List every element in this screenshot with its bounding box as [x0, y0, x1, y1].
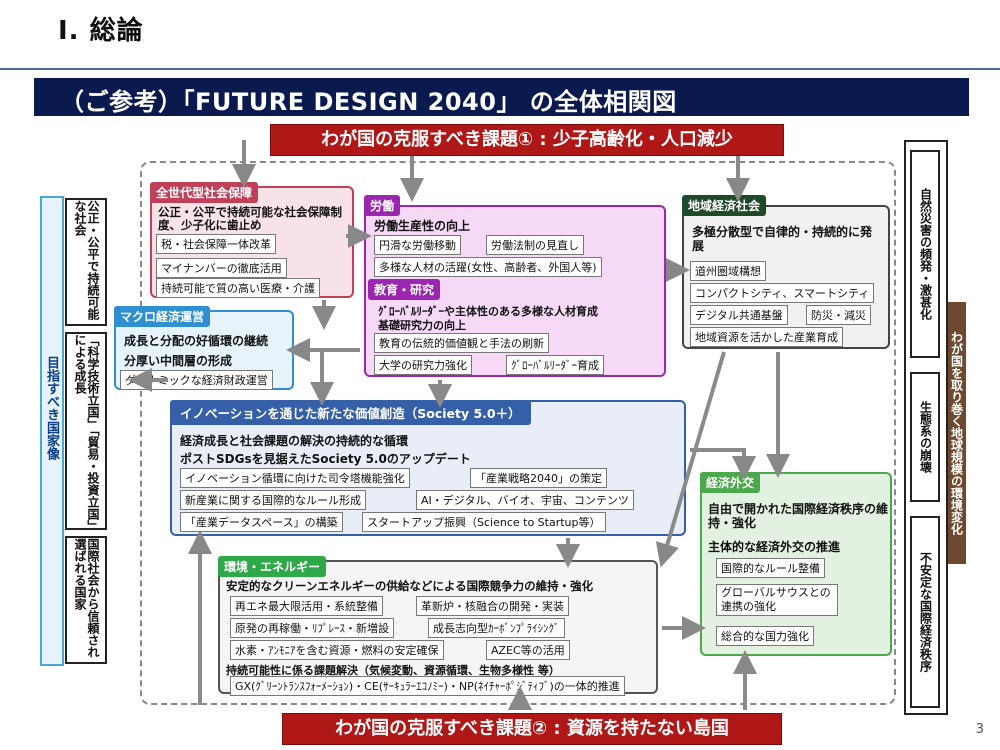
- global-change-economy: 不安定な国際経済秩序: [918, 552, 933, 672]
- global-change-ecosystem: 生態系の崩壊: [918, 401, 933, 473]
- innovation-title: イノベーションを通じた新たな価値創造（Society 5.0＋）: [170, 400, 531, 425]
- goal-fair-society: 公正・公平で持続可能な社会: [73, 200, 100, 320]
- regional-item: デジタル共通基盤: [690, 305, 788, 325]
- page-number: 3: [975, 722, 984, 737]
- labor-heading: 労働生産性の向上: [374, 219, 471, 233]
- energy-item: 革新炉・核融合の開発・実装: [416, 596, 569, 616]
- labor-item: 労働法制の見直し: [486, 235, 584, 255]
- energy-item: 原発の再稼働・ﾘﾌﾟﾚｰｽ・新増設: [230, 618, 394, 638]
- diplomacy-item: 総合的な国力強化: [716, 626, 814, 646]
- education-heading: ｸﾞﾛｰﾊﾞﾙﾘｰﾀﾞｰや主体性のある多様な人材育成: [378, 305, 598, 318]
- global-change-disaster: 自然災害の頻発・激甚化: [918, 188, 933, 320]
- goal-science-trade: 「科学技術立国」「貿易・投資立国」による成長: [73, 334, 100, 526]
- energy-item: 水素・ｱﾝﾓﾆｱを含む資源・燃料の安定確保: [230, 640, 444, 660]
- innovation-item: 「産業データスペース」の構築: [180, 512, 343, 532]
- innovation-item: 新産業に関する国際的なルール形成: [180, 490, 366, 510]
- energy-item: AZEC等の活用: [486, 640, 570, 660]
- education-item: 大学の研究力強化: [374, 355, 472, 375]
- regional-item: 防災・減災: [806, 305, 871, 325]
- labor-title: 労働: [364, 195, 401, 216]
- diplomacy-item: グローバルサウスとの連携の強化: [716, 584, 838, 616]
- social-security-title: 全世代型社会保障: [150, 182, 259, 203]
- national-vision-label: 目指すべき国家像: [44, 356, 59, 460]
- regional-item: コンパクトシティ、スマートシティ: [690, 283, 875, 303]
- education-item: 教育の伝統的価値観と手法の刷新: [374, 333, 549, 353]
- macro-line: 分厚い中間層の形成: [124, 354, 233, 368]
- goal-box-fair-society: 公正・公平で持続可能な社会: [65, 198, 107, 326]
- section-regional-economy: 地域経済社会 多極分散型で自律的・持続的に発展 道州圏域構想 コンパクトシティ、…: [682, 195, 890, 349]
- section-labor-education: 労働 労働生産性の向上 円滑な労働移動 労働法制の見直し 多様な人材の活躍(女性…: [364, 195, 666, 377]
- social-security-item: 持続可能で質の高い医療・介護: [156, 278, 320, 298]
- macro-title: マクロ経済運営: [114, 306, 211, 327]
- goal-trusted-nation: 国際社会から信頼され選ばれる国家: [73, 538, 100, 658]
- education-item: ｸﾞﾛｰﾊﾞﾙﾘｰﾀﾞｰ育成: [506, 355, 604, 375]
- regional-item: 道州圏域構想: [690, 261, 766, 281]
- education-title: 教育・研究: [368, 279, 441, 300]
- social-security-item: 税・社会保障一体改革: [156, 234, 276, 254]
- diplomacy-item: 国際的なルール整備: [716, 558, 825, 578]
- section-heading: Ⅰ. 総論: [58, 16, 144, 46]
- innovation-item: イノベーション循環に向けた司令塔機能強化: [180, 468, 410, 488]
- innovation-item: AI・デジタル、バイオ、宇宙、コンテンツ: [416, 490, 634, 510]
- national-vision-bar: [40, 196, 64, 666]
- arrow-innovation-diplomacy: [690, 448, 756, 480]
- global-change-label: わが国を取り巻く地球規模の環境変化: [948, 302, 966, 564]
- goal-box-science-trade: 「科学技術立国」「貿易・投資立国」による成長: [65, 332, 107, 530]
- innovation-item: スタートアップ振興（Science to Startup等）: [362, 512, 606, 532]
- energy-item: 成長志向型ｶｰﾎﾞﾝﾌﾟﾗｲｼﾝｸﾞ: [428, 618, 565, 638]
- section-social-security: 全世代型社会保障 公正・公平で持続可能な社会保障制度、少子化に歯止め 税・社会保…: [150, 182, 354, 298]
- energy-heading-2: 持続可能性に係る課題解決（気候変動、資源循環、生物多様性 等）: [226, 664, 560, 677]
- diplomacy-heading: 自由で開かれた国際経済秩序の維持・強化: [708, 502, 889, 530]
- global-change-box-disaster: 自然災害の頻発・激甚化: [910, 150, 940, 358]
- global-change-box-economy: 不安定な国際経済秩序: [910, 516, 940, 708]
- page-title: （ご参考）「FUTURE DESIGN 2040」 の全体相関図: [34, 78, 969, 116]
- macro-item: ダイナミックな経済財政運営: [120, 370, 273, 390]
- innovation-line: ポストSDGsを見据えたSociety 5.0のアップデート: [180, 452, 471, 466]
- section-economic-diplomacy: 経済外交 自由で開かれた国際経済秩序の維持・強化 主体的な経済外交の推進 国際的…: [700, 472, 892, 656]
- regional-heading: 多極分散型で自律的・持続的に発展: [692, 225, 873, 253]
- labor-item: 円滑な労働移動: [374, 235, 461, 255]
- diplomacy-heading-2: 主体的な経済外交の推進: [708, 540, 841, 554]
- section-energy: 環境・エネルギー 安定的なクリーンエネルギーの供給などによる国際競争力の維持・強…: [218, 556, 658, 696]
- energy-title: 環境・エネルギー: [218, 556, 327, 577]
- energy-heading: 安定的なクリーンエネルギーの供給などによる国際競争力の維持・強化: [226, 579, 594, 593]
- section-macro-economy: マクロ経済運営 成長と分配の好循環の継続 分厚い中間層の形成 ダイナミックな経済…: [114, 306, 294, 390]
- regional-item: 地域資源を活かした産業育成: [690, 327, 843, 347]
- heading-divider: [0, 68, 1000, 70]
- social-security-heading: 公正・公平で持続可能な社会保障制度、少子化に歯止め: [158, 205, 342, 232]
- global-change-box-ecosystem: 生態系の崩壊: [910, 372, 940, 502]
- macro-line: 成長と分配の好循環の継続: [124, 334, 269, 348]
- labor-item: 多様な人材の活躍(女性、高齢者、外国人等): [374, 257, 602, 277]
- challenge-banner-bottom: わが国の克服すべき課題② : 資源を持たない島国: [282, 713, 782, 745]
- goal-box-trusted-nation: 国際社会から信頼され選ばれる国家: [65, 536, 107, 664]
- energy-item: 再エネ最大限活用・系統整備: [230, 596, 383, 616]
- innovation-item: 「産業戦略2040」の策定: [470, 468, 607, 488]
- education-heading-2: 基礎研究力の向上: [378, 319, 466, 332]
- section-innovation: イノベーションを通じた新たな価値創造（Society 5.0＋） 経済成長と社会…: [170, 400, 686, 536]
- challenge-banner-top: わが国の克服すべき課題① : 少子高齢化・人口減少: [270, 124, 784, 156]
- arrow-regional-diplomacy: [655, 351, 726, 568]
- innovation-line: 経済成長と社会課題の解決の持続的な循環: [180, 434, 409, 448]
- social-security-item: マイナンバーの徹底活用: [156, 258, 287, 278]
